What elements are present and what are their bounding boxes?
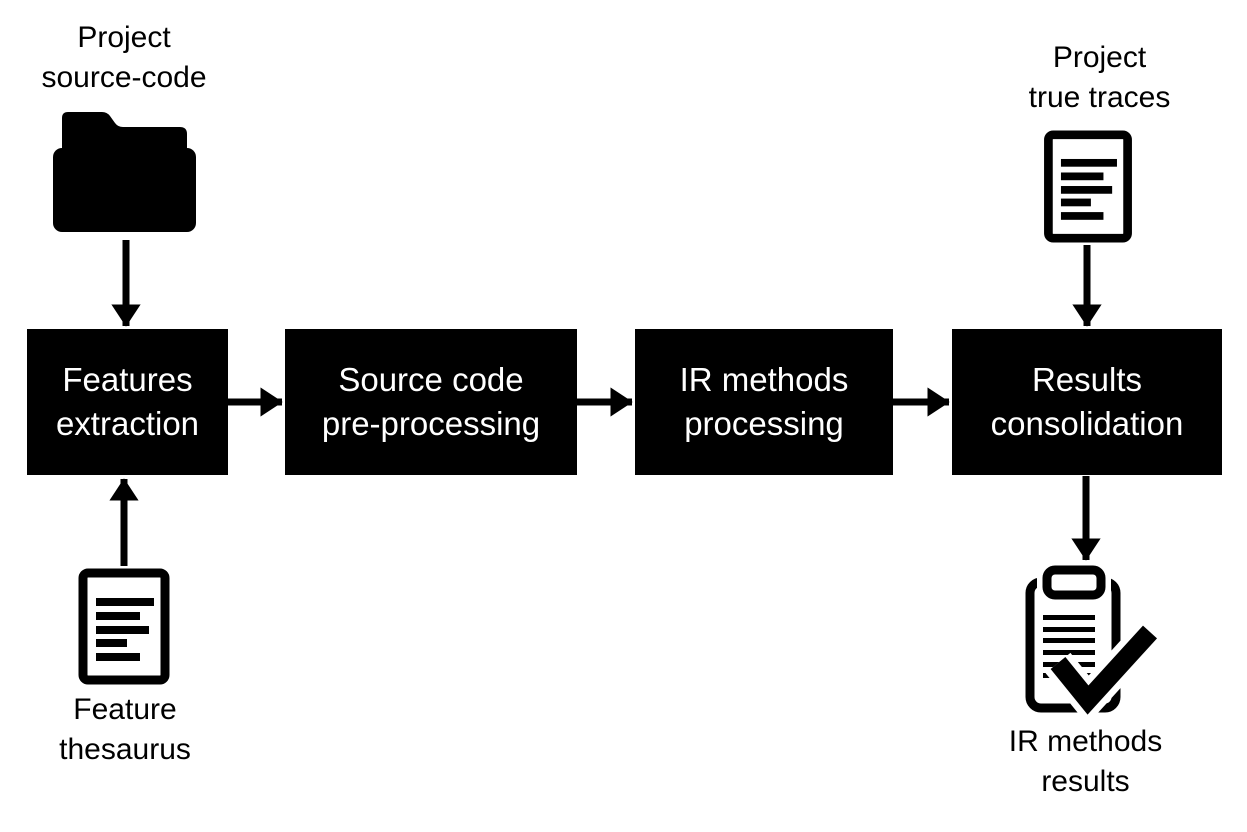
clipboard-check-icon (1025, 560, 1162, 725)
checkmark-icon (1050, 625, 1158, 715)
label-project-true-traces: Project true traces (1028, 41, 1171, 114)
process-box-label: Features extraction (55, 360, 200, 442)
process-box-features-extraction: Features extraction (27, 329, 228, 475)
process-box-label: Results consolidation (990, 360, 1184, 442)
label-project-source-code: Project source-code (41, 21, 207, 94)
process-box-ir-methods-processing: IR methods processing (635, 329, 893, 475)
document-icon (1044, 130, 1132, 243)
process-box-label: IR methods processing (679, 360, 849, 442)
document-icon (78, 568, 170, 685)
process-box-label: Source code pre-processing (321, 360, 541, 442)
label-ir-methods-results: IR methods results (1008, 725, 1163, 798)
label-feature-thesaurus: Feature thesaurus (59, 693, 191, 766)
folder-icon (53, 112, 196, 232)
process-box-results-consolidation: Results consolidation (952, 329, 1222, 475)
process-box-source-code-pre-processing: Source code pre-processing (285, 329, 577, 475)
